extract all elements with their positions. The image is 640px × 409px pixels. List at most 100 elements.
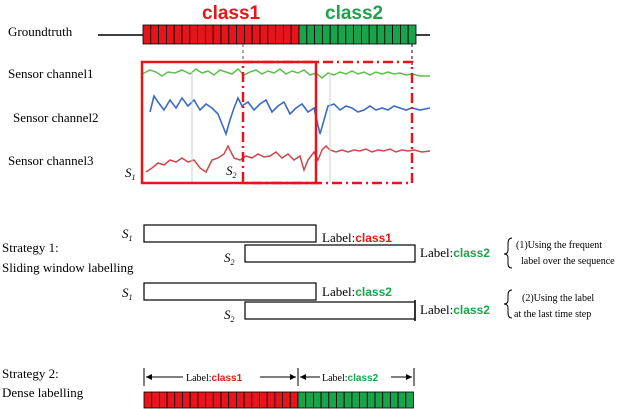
strategy2-subtitle: Dense labelling — [2, 385, 84, 400]
class2-segment — [329, 24, 339, 45]
strategy1-row2-label: Label:class2 — [420, 245, 490, 260]
strategy1-row4-label: Label:class2 — [420, 302, 490, 317]
channel3-label: Sensor channel3 — [8, 153, 94, 168]
class1-segment — [212, 24, 222, 45]
class2-segment — [297, 391, 307, 409]
channel3-signal — [145, 144, 431, 174]
class1-segment — [290, 24, 300, 45]
strategy1-row1-window — [143, 224, 317, 243]
channel2-label: Sensor channel2 — [13, 110, 99, 125]
class1-segment — [243, 391, 253, 409]
class1-segment — [235, 391, 245, 409]
class2-segment — [314, 24, 323, 45]
class1-segment — [143, 391, 153, 409]
class1-segment — [189, 24, 199, 45]
strategy1-note1-line1: (1)Using the frequent — [516, 240, 602, 251]
class1-segment — [228, 391, 237, 409]
class1-segment — [197, 391, 206, 409]
strategy1-note2-line2: at the last time step — [514, 309, 591, 320]
class2-segment — [312, 391, 322, 409]
groundtruth-bar — [142, 24, 417, 45]
strategy1-title: Strategy 1: — [2, 240, 59, 255]
strategy1-note2-line1: (2)Using the label — [522, 293, 594, 304]
strategy1-brace-1 — [503, 237, 513, 269]
class2-segment — [343, 391, 353, 409]
strategy1-brace-2 — [503, 289, 513, 319]
class1-segment — [251, 24, 261, 45]
class1-segment — [189, 391, 199, 409]
class1-segment — [259, 391, 268, 409]
class1-segment — [142, 24, 152, 45]
class1-segment — [174, 391, 183, 409]
strategy1-row2-s2: S2 — [224, 250, 235, 267]
channel1-signal — [141, 67, 430, 79]
class2-segment — [337, 24, 347, 45]
strategy1-row1-s1: S1 — [122, 226, 133, 243]
class1-segment — [158, 391, 168, 409]
class1-segment — [228, 24, 238, 45]
class1-segment — [150, 24, 160, 45]
class2-segment — [360, 24, 370, 45]
top-s2-marker: S2 — [226, 163, 237, 180]
class2-segment — [366, 391, 376, 409]
window-s2-dashdot — [241, 60, 414, 185]
class1-segment — [212, 391, 222, 409]
class2-segment — [384, 24, 393, 45]
class2-segment — [328, 391, 337, 409]
class2-segment — [351, 391, 360, 409]
class2-segment — [376, 24, 386, 45]
class2-segment — [368, 24, 378, 45]
class2-segment — [374, 391, 384, 409]
strategy1-subtitle: Sliding window labelling — [2, 260, 134, 275]
class1-segment — [289, 391, 299, 409]
class1-segment — [151, 391, 160, 409]
class2-segment — [397, 391, 407, 409]
channel2-signal — [149, 94, 431, 137]
strategy2-arrow-class1 — [146, 374, 296, 380]
class1-segment — [275, 24, 284, 45]
class2-segment — [321, 24, 331, 45]
class2-segment — [336, 391, 345, 409]
strategy1-row1-label: Label:class1 — [322, 230, 392, 245]
strategy1-row4-window — [244, 301, 416, 320]
class2-segment — [305, 391, 314, 409]
strategy1-row3-s1: S1 — [122, 285, 133, 302]
window-s1-solid — [140, 60, 318, 185]
class2-segment — [359, 391, 368, 409]
strategy1-row2-window — [244, 244, 416, 263]
class1-segment — [267, 24, 276, 45]
class1-segment — [181, 24, 191, 45]
class1-segment — [220, 391, 230, 409]
class1-segment — [220, 24, 230, 45]
class1-segment — [158, 24, 167, 45]
dense-label-bar — [143, 391, 414, 409]
class1-segment — [166, 391, 176, 409]
strategy1-row4-s2: S2 — [224, 307, 235, 324]
strategy2-class1-label: Label:class1 — [186, 373, 243, 384]
class2-segment — [399, 24, 409, 45]
class2-segment — [298, 24, 308, 45]
class1-segment — [205, 391, 214, 409]
class2-segment — [405, 391, 414, 409]
class1-segment — [165, 24, 175, 45]
class1-segment — [251, 391, 260, 409]
class2-title: class2 — [325, 3, 383, 24]
strategy2-arrow-class2 — [300, 374, 412, 380]
class2-segment — [407, 24, 417, 45]
class1-segment — [274, 391, 283, 409]
class1-segment — [197, 24, 206, 45]
class1-segment — [182, 391, 191, 409]
strategy2-title: Strategy 2: — [2, 366, 59, 381]
class2-segment — [382, 391, 391, 409]
groundtruth-label: Groundtruth — [8, 24, 73, 39]
strategy1-note1-line2: label over the sequence — [521, 256, 615, 267]
class1-segment — [236, 24, 245, 45]
class1-segment — [243, 24, 253, 45]
class2-segment — [353, 24, 362, 45]
class2-segment — [389, 391, 399, 409]
strategy2-class2-label: Label:class2 — [322, 373, 379, 384]
strategy1-row3-label: Label:class2 — [322, 284, 392, 299]
class2-segment — [320, 391, 330, 409]
class1-segment — [259, 24, 269, 45]
